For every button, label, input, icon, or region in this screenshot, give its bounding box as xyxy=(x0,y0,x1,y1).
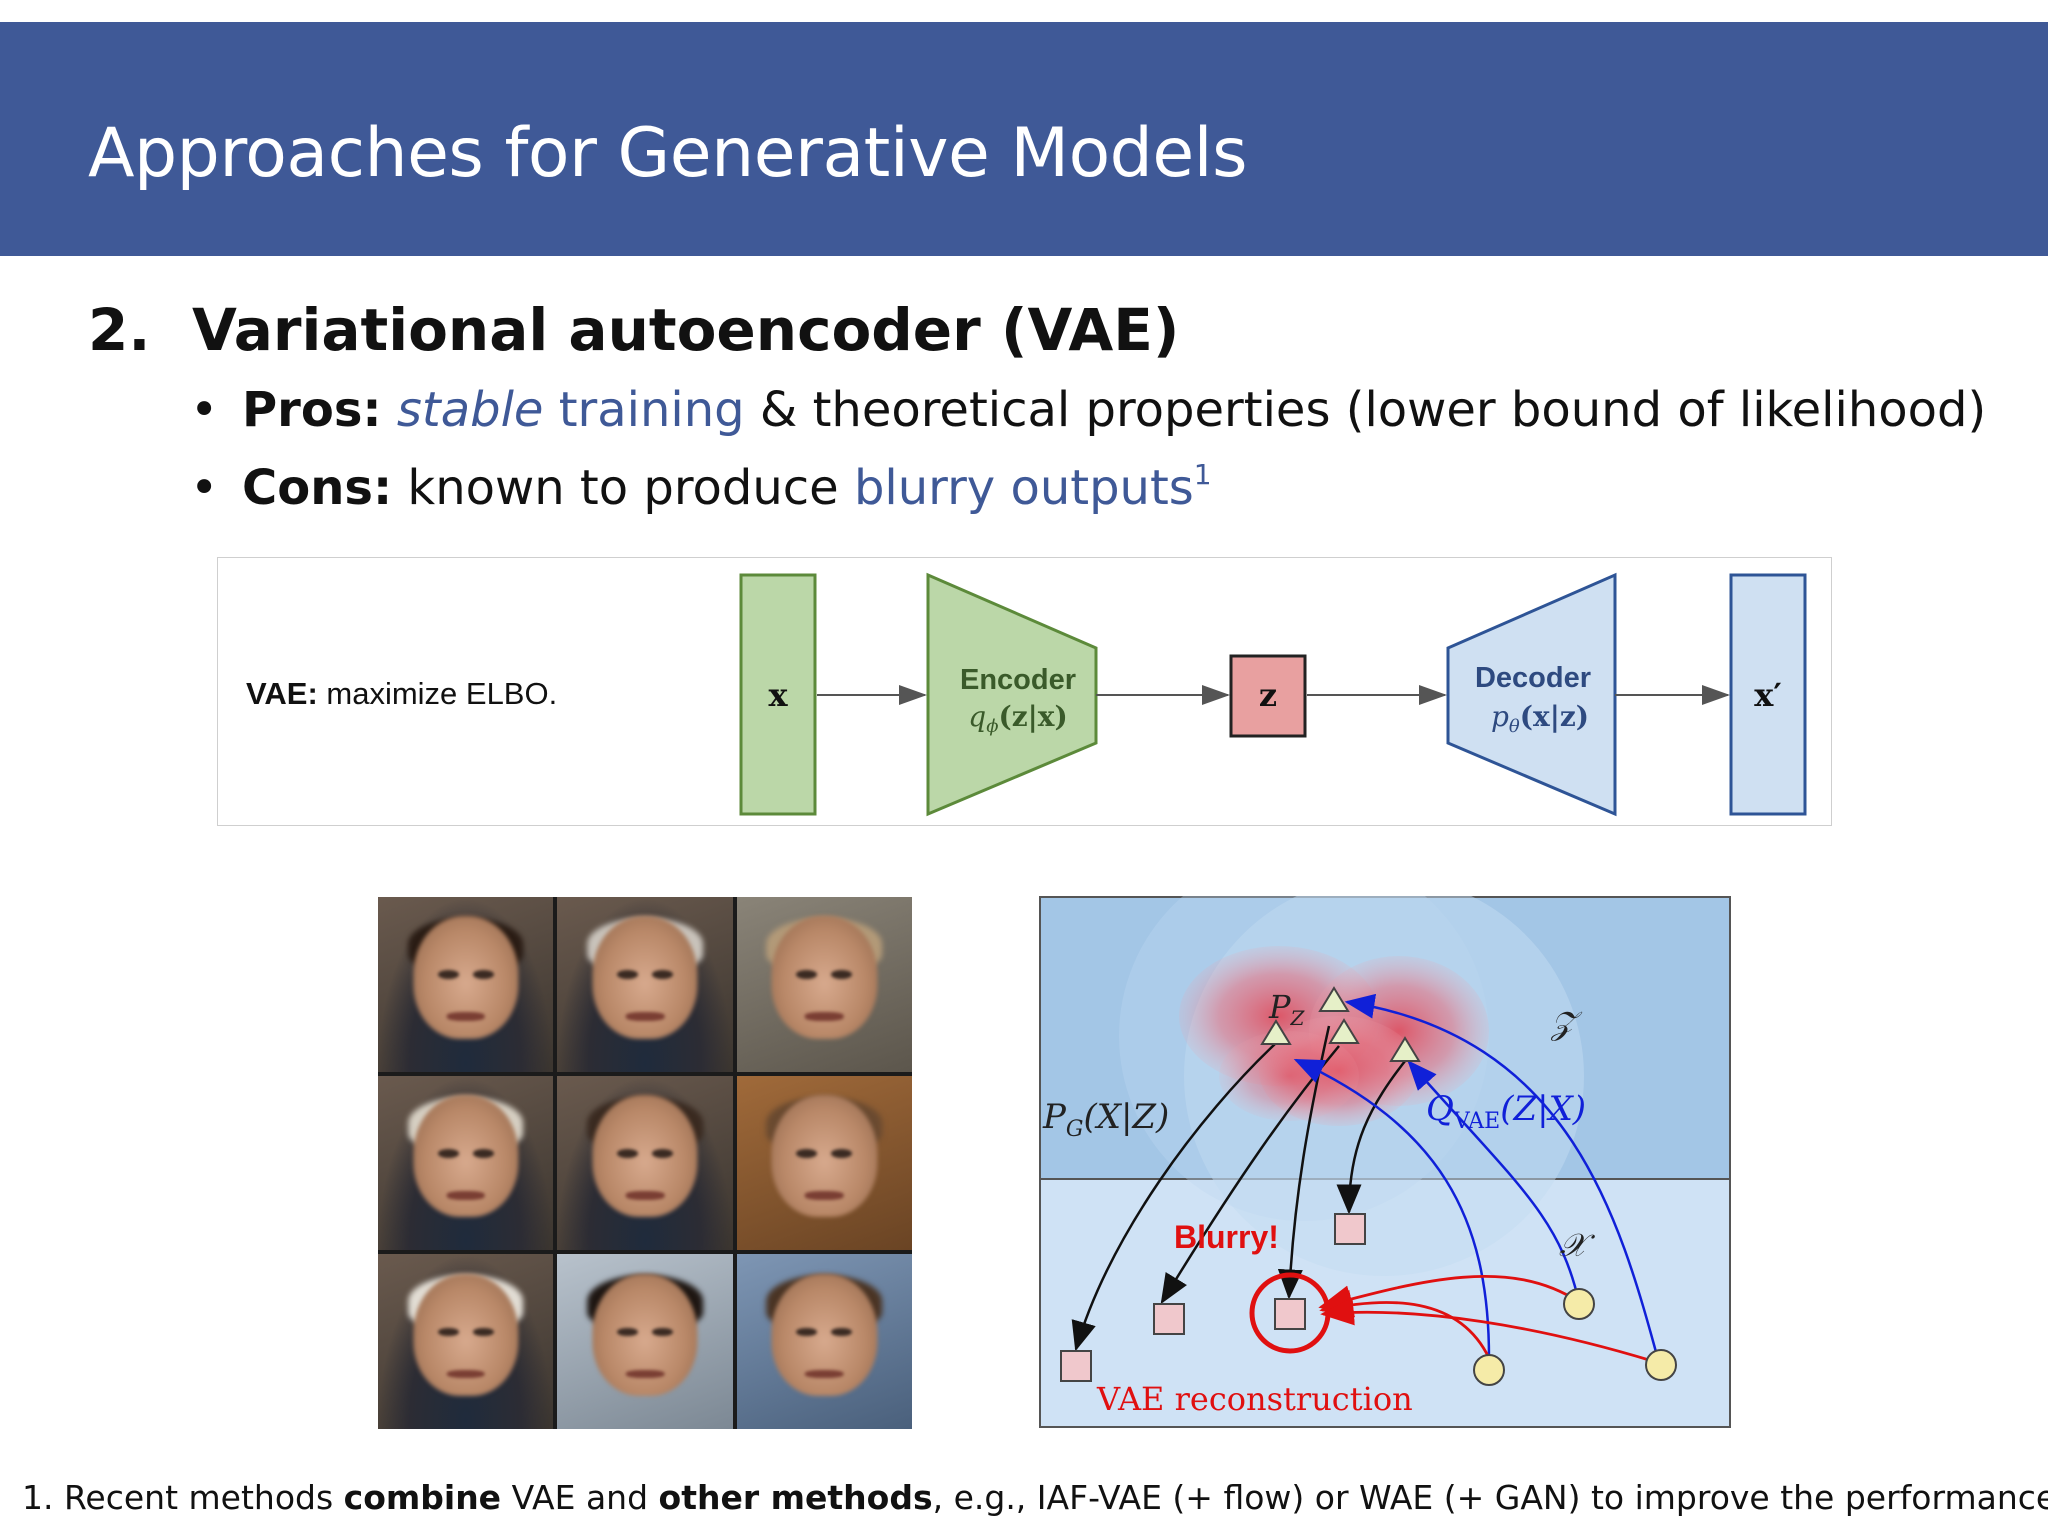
slide-title: Approaches for Generative Models xyxy=(88,114,1248,193)
face-sample xyxy=(736,897,912,1072)
cons-text: known to produce xyxy=(392,460,854,516)
face-sample xyxy=(378,897,554,1072)
heading-number: 2. xyxy=(88,296,151,364)
decoder-arrow xyxy=(1071,1043,1276,1352)
bullet-dot: • xyxy=(190,382,219,438)
pros-bullet: • Pros: stable training & theoretical pro… xyxy=(190,382,1986,438)
footnote: 1. Recent methods combine VAE and other … xyxy=(22,1478,2048,1517)
decoder-title: Decoder xyxy=(1475,662,1591,694)
encoder-formula: qϕ(z|x) xyxy=(968,700,1068,737)
generated-sample-square xyxy=(1153,1303,1185,1335)
pros-label: Pros: xyxy=(242,382,382,438)
decoder-formula: pθ(x|z) xyxy=(1491,700,1589,737)
section-heading: 2. Variational autoencoder (VAE) xyxy=(88,296,1179,364)
vae-pipeline-figure: VAE: maximize ELBO. x Encoder qϕ(z|x) z … xyxy=(217,557,1832,826)
encoder-title: Encoder xyxy=(960,664,1076,696)
output-symbol: x′ xyxy=(1754,676,1782,714)
latent-symbol: z xyxy=(1259,676,1277,714)
vae-objective-label: VAE: maximize ELBO. xyxy=(246,676,557,712)
footnote-bold: other methods xyxy=(658,1478,933,1517)
vae-label-rest: maximize ELBO. xyxy=(317,676,558,711)
latent-block xyxy=(1229,654,1307,738)
prior-label: PZ xyxy=(1268,988,1306,1030)
footnote-part: , e.g., IAF-VAE (+ flow) or WAE (+ GAN) … xyxy=(932,1478,2048,1517)
title-bar: Approaches for Generative Models xyxy=(0,22,2048,256)
reconstruction-arrow xyxy=(1320,1297,1660,1365)
input-block xyxy=(739,573,817,816)
pros-rest: & theoretical properties (lower bound of… xyxy=(744,382,1987,438)
face-sample xyxy=(378,1075,554,1251)
reconstruction-caption: VAE reconstruction xyxy=(1096,1380,1413,1418)
encoder-arrow xyxy=(1293,1058,1491,1359)
footnote-marker: 1 xyxy=(1193,458,1212,491)
face-sample xyxy=(557,1075,733,1251)
bullet-dot: • xyxy=(190,460,219,516)
generated-sample-square xyxy=(1334,1213,1366,1245)
blurry-label: Blurry! xyxy=(1174,1219,1279,1255)
decoder-block xyxy=(1446,572,1617,817)
footnote-part: VAE and xyxy=(501,1478,659,1517)
blurry-highlight-circle xyxy=(1249,1272,1331,1354)
data-sample-circle xyxy=(1645,1349,1677,1381)
generator-label: PG(X|Z) xyxy=(1042,1097,1169,1142)
face-sample xyxy=(557,1254,733,1429)
face-sample xyxy=(736,1254,912,1429)
cons-blurry: blurry outputs xyxy=(853,460,1194,516)
encoder-arrow xyxy=(1344,993,1661,1364)
latent-sample-triangle xyxy=(1328,1018,1360,1044)
data-sample-circle xyxy=(1563,1288,1595,1320)
vae-reconstruction-diagram: PZ 𝒵 PG(X|Z) QVAE(Z|X) 𝒳 Blurry! VAE rec… xyxy=(1039,896,1731,1428)
encoder-distribution-label: QVAE(Z|X) xyxy=(1426,1089,1586,1134)
face-sample xyxy=(378,1254,554,1429)
reconstruction-arrow xyxy=(1318,1275,1580,1313)
data-sample-circle xyxy=(1473,1354,1505,1386)
vae-sample-faces xyxy=(378,897,912,1429)
footnote-part: 1. Recent methods xyxy=(22,1478,344,1517)
output-block xyxy=(1729,573,1807,816)
decoder-arrow xyxy=(1336,1055,1410,1215)
pros-training: training xyxy=(543,382,745,438)
footnote-bold: combine xyxy=(343,1478,502,1517)
cons-bullet: • Cons: known to produce blurry outputs1 xyxy=(190,460,1212,516)
generated-sample-square xyxy=(1060,1350,1092,1382)
vae-label-bold: VAE: xyxy=(246,676,318,711)
heading-text: Variational autoencoder (VAE) xyxy=(192,296,1180,364)
reconstructed-sample-square xyxy=(1274,1298,1306,1330)
encoder-arrow xyxy=(1407,1060,1581,1303)
encoder-block xyxy=(926,572,1098,817)
latent-sample-triangle xyxy=(1389,1036,1421,1062)
vae-pipeline-svg: x Encoder qϕ(z|x) z Decoder pθ(x|z) x′ xyxy=(739,572,1807,817)
latent-sample-triangle xyxy=(1318,986,1350,1012)
face-sample xyxy=(736,1075,912,1251)
cons-label: Cons: xyxy=(242,460,393,516)
face-sample xyxy=(557,897,733,1072)
input-symbol: x xyxy=(768,676,788,714)
pros-stable: stable xyxy=(396,382,544,438)
latent-sample-triangle xyxy=(1260,1019,1292,1045)
